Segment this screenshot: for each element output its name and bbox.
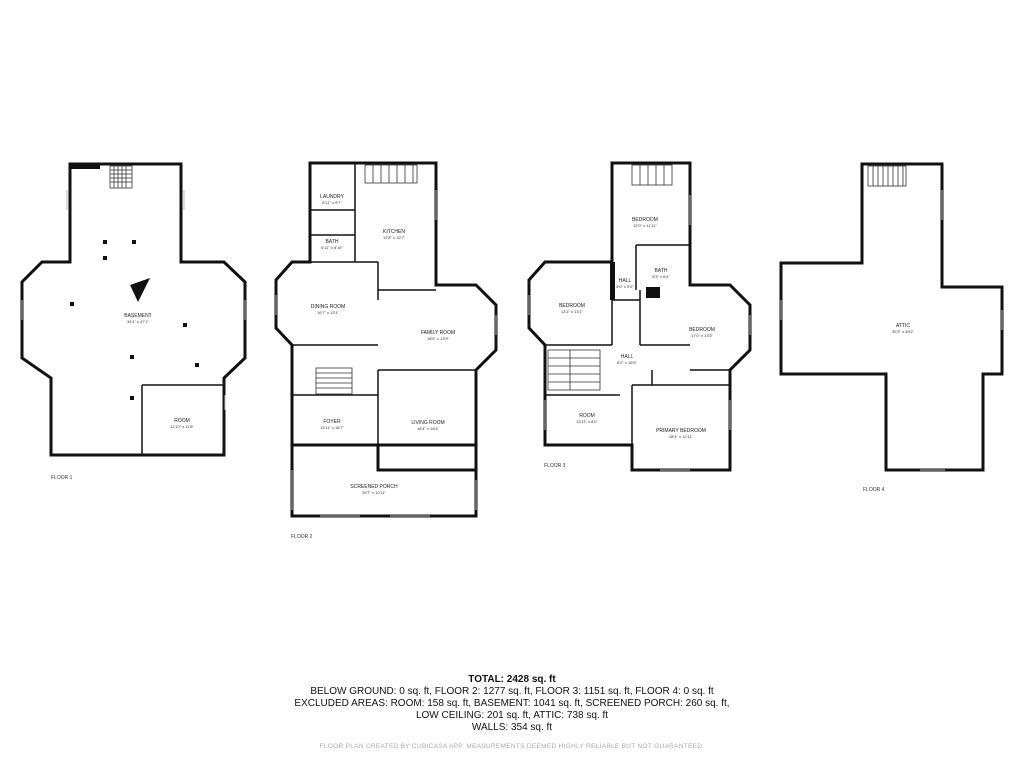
room-label-basement: BASEMENT bbox=[124, 313, 152, 319]
room-label-room: ROOM bbox=[174, 418, 190, 424]
room-label-laundry: LAUNDRY bbox=[320, 194, 344, 200]
room-label-bedroom-1: BEDROOM bbox=[632, 217, 658, 223]
room-dims-basement: 34'4" x 47'1" bbox=[127, 319, 150, 324]
room-dims-bedroom-3: 17'0" x 13'5" bbox=[691, 333, 714, 338]
summary-line-3: LOW CEILING: 201 sq. ft, ATTIC: 738 sq. … bbox=[415, 710, 609, 721]
room-dims-primary-bedroom: 18'4" x 12'11" bbox=[669, 434, 693, 439]
room-label-bedroom-2: BEDROOM bbox=[559, 303, 585, 309]
floor-1-stairs bbox=[109, 165, 133, 189]
floor-4-label: FLOOR 4 bbox=[863, 487, 885, 493]
floor-1-plan: BASEMENT 34'4" x 47'1" ROOM 12'10" x 11'… bbox=[20, 162, 247, 481]
room-label-living-room: LIVING ROOM bbox=[411, 420, 444, 426]
floor-1-label: FLOOR 1 bbox=[51, 475, 73, 481]
summary-line-1: BELOW GROUND: 0 sq. ft, FLOOR 2: 1277 sq… bbox=[310, 686, 714, 697]
floor-2-stairs-foyer bbox=[315, 367, 353, 395]
room-label-kitchen: KITCHEN bbox=[383, 229, 405, 235]
room-label-hall-small: HALL bbox=[619, 278, 632, 284]
room-dims-dining-room: 16'7" x 13'1" bbox=[317, 310, 340, 315]
floor-3-stairs-hall bbox=[547, 349, 601, 391]
summary-line-2: EXCLUDED AREAS: ROOM: 158 sq. ft, BASEME… bbox=[294, 698, 730, 709]
room-label-screened-porch: SCREENED PORCH bbox=[350, 484, 398, 490]
floor-2-label: FLOOR 2 bbox=[291, 534, 313, 540]
room-dims-attic: 35'3" x 49'2" bbox=[892, 329, 915, 334]
room-dims-bath: 6'11" x 8'10" bbox=[321, 245, 343, 250]
room-dims-laundry: 6'11" x 9'7" bbox=[322, 200, 342, 205]
room-label-bath-f3: BATH bbox=[655, 268, 668, 274]
floor-2-plan: LAUNDRY 6'11" x 9'7" KITCHEN 12'8" x 15'… bbox=[274, 161, 498, 540]
room-dims-hall: 8'2" x 15'5" bbox=[617, 360, 637, 365]
room-dims-hall-small: 5'0" x 5'0" bbox=[616, 284, 634, 289]
room-label-attic: ATTIC bbox=[896, 323, 910, 329]
room-dims-room: 12'10" x 11'8" bbox=[170, 424, 194, 429]
floor-2-stairs-top bbox=[364, 164, 418, 184]
floor-3-stairs-top bbox=[631, 164, 673, 186]
room-dims-bedroom-1: 12'0" x 11'11" bbox=[633, 223, 657, 228]
room-dims-family-room: 18'5" x 13'9" bbox=[427, 336, 450, 341]
room-dims-bath-f3: 8'3" x 6'4" bbox=[652, 274, 670, 279]
floor-4-stairs bbox=[867, 165, 907, 187]
room-label-dining-room: DINING ROOM bbox=[311, 304, 345, 310]
floor-3-label: FLOOR 3 bbox=[544, 463, 566, 469]
room-dims-living-room: 18'4" x 18'4" bbox=[417, 426, 440, 431]
room-dims-room-f3: 13'11" x 8'0" bbox=[576, 419, 598, 424]
room-dims-foyer: 13'11" x 18'7" bbox=[320, 425, 344, 430]
room-label-hall: HALL bbox=[621, 354, 634, 360]
room-label-room-f3: ROOM bbox=[579, 413, 595, 419]
room-label-family-room: FAMILY ROOM bbox=[421, 330, 455, 336]
summary-total: TOTAL: 2428 sq. ft bbox=[468, 674, 556, 685]
floor-3-plan: BEDROOM 12'0" x 11'11" BATH 8'3" x 6'4" … bbox=[527, 161, 752, 472]
summary-block: TOTAL: 2428 sq. ft BELOW GROUND: 0 sq. f… bbox=[0, 674, 1024, 734]
room-label-primary-bedroom: PRIMARY BEDROOM bbox=[656, 428, 706, 434]
room-label-foyer: FOYER bbox=[323, 419, 341, 425]
room-label-bath: BATH bbox=[326, 239, 339, 245]
summary-line-4: WALLS: 354 sq. ft bbox=[471, 722, 553, 733]
floor-4-plan: ATTIC 35'3" x 49'2" FLOOR 4 bbox=[779, 162, 1004, 493]
room-dims-screened-porch: 29'7" x 10'11" bbox=[362, 490, 386, 495]
disclaimer-text: FLOOR PLAN CREATED BY CUBICASA APP. MEAS… bbox=[319, 743, 705, 750]
room-dims-kitchen: 12'8" x 15'7" bbox=[383, 235, 406, 240]
room-dims-bedroom-2: 13'1" x 13'1" bbox=[561, 309, 584, 314]
room-label-bedroom-3: BEDROOM bbox=[689, 327, 715, 333]
